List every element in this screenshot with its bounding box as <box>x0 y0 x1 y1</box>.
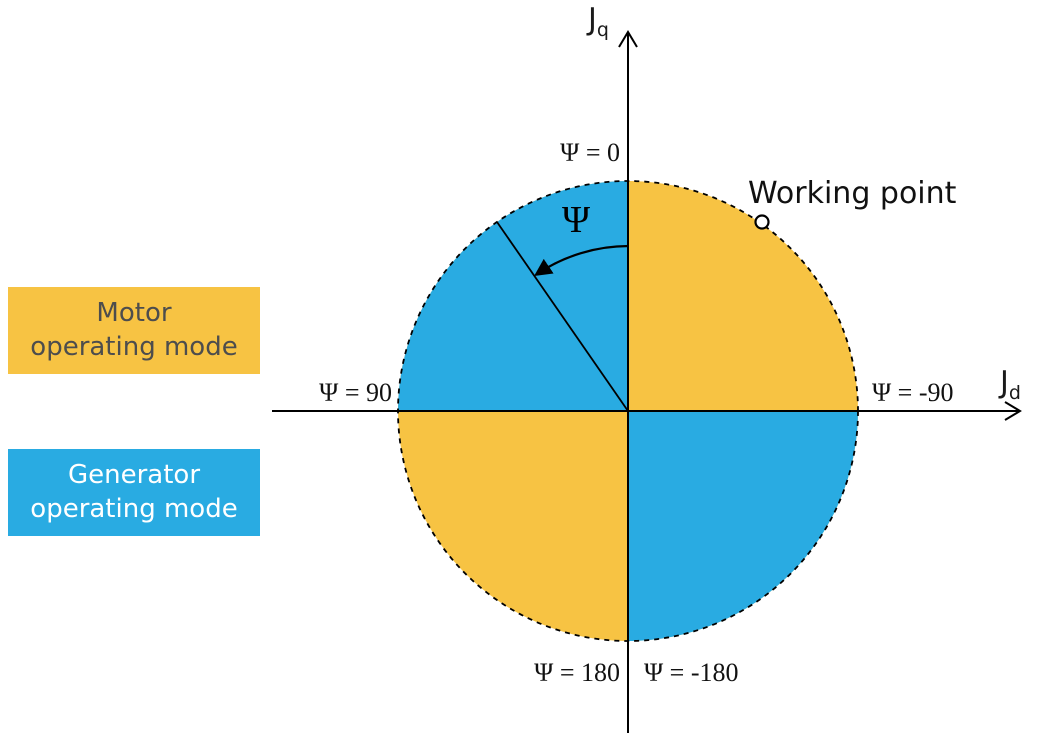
vertical-axis-arrowhead-icon <box>618 30 638 48</box>
legend-motor-line1: Motor <box>96 297 172 328</box>
generator-quadrant-bottom-right <box>628 411 858 641</box>
horizontal-axis-label-sub: d <box>1008 382 1021 404</box>
horizontal-axis-arrowhead-icon <box>1004 401 1022 421</box>
horizontal-axis-label-main: J <box>1000 365 1009 400</box>
angle-symbol-psi: Ψ <box>562 199 591 241</box>
angle-label-psi-180: Ψ = 180 <box>534 658 620 687</box>
legend-motor-line2: operating mode <box>30 331 238 362</box>
vertical-axis-label-main: J <box>588 2 597 37</box>
legend-generator: Generator operating mode <box>8 449 260 536</box>
legend-generator-line2: operating mode <box>30 493 238 524</box>
angle-label-psi-0: Ψ = 0 <box>560 138 620 167</box>
angle-arc-arrow-icon <box>534 244 630 276</box>
legend-motor: Motor operating mode <box>8 287 260 374</box>
horizontal-axis-label: Jd <box>1000 365 1021 404</box>
working-point-label: Working point <box>748 176 957 211</box>
angle-label-psi-minus-180: Ψ = -180 <box>644 658 739 687</box>
legend-generator-line1: Generator <box>67 459 201 490</box>
current-angle-line <box>496 221 629 412</box>
angle-label-psi-90: Ψ = 90 <box>319 378 392 407</box>
angle-label-psi-minus-90: Ψ = -90 <box>872 378 954 407</box>
generator-quadrant-top-left <box>398 181 628 411</box>
vertical-axis-label-sub: q <box>596 19 609 41</box>
vertical-axis-label: Jq <box>588 2 609 41</box>
working-point-marker <box>754 214 770 230</box>
